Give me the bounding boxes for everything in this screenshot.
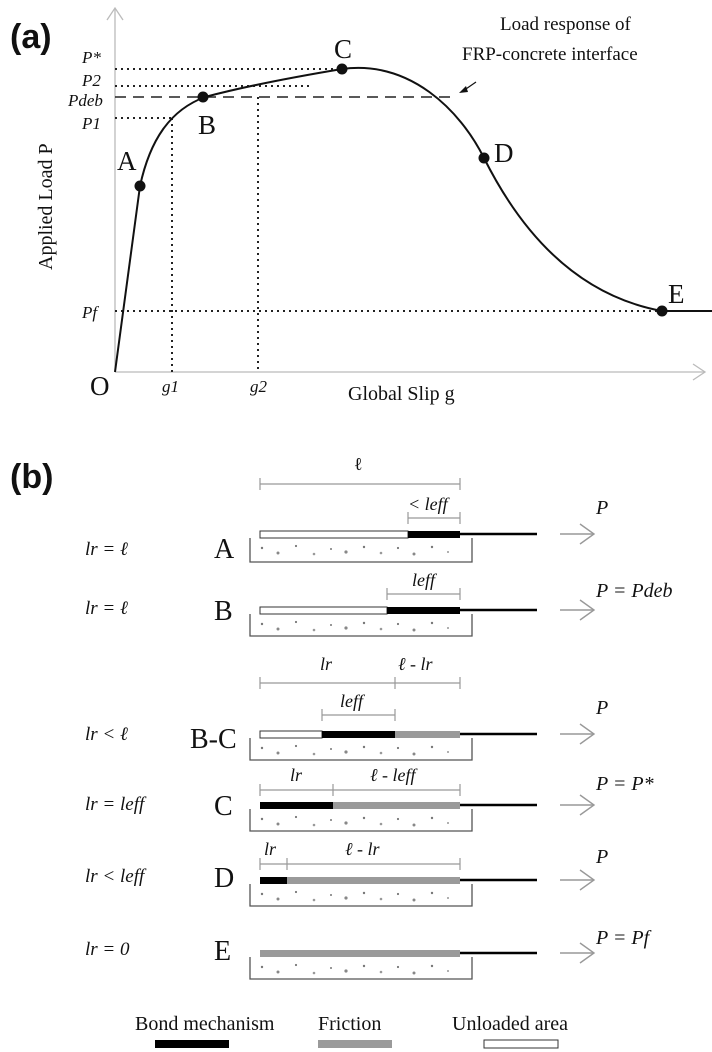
point-b-marker: [197, 91, 209, 103]
point-c-marker: [336, 63, 348, 75]
row-c-condition: lr = leff: [85, 794, 147, 815]
specimen-bc: [249, 730, 537, 761]
dim-ell-minus-lr-d-label: ℓ - lr: [345, 839, 380, 859]
pull-arrow-e: [560, 942, 596, 964]
dim-lr-c: [259, 784, 461, 796]
x-axis-title: Global Slip g: [348, 383, 455, 405]
point-a-marker: [134, 180, 146, 192]
dim-lr-bc: [259, 677, 461, 689]
point-e-label: E: [668, 279, 685, 309]
tick-g1: g1: [162, 377, 179, 396]
row-c: lr = leff C lr ℓ - leff P = P*: [85, 765, 654, 832]
row-bc-condition: lr < ℓ: [85, 724, 128, 745]
pull-arrow-c: [560, 794, 596, 816]
y-axis-arrow: [106, 6, 124, 21]
row-c-force: P = P*: [595, 773, 654, 795]
row-a: lr = ℓ A ℓ < leff P: [85, 454, 608, 565]
row-e-stage: E: [214, 936, 231, 967]
row-d-condition: lr < leff: [85, 866, 147, 887]
dim-leff-b: [386, 588, 461, 600]
dim-lr-bc-label: lr: [320, 654, 333, 674]
legend-unloaded-swatch: [483, 1039, 559, 1049]
x-axis-arrow: [692, 363, 707, 381]
panel-b-label: (b): [10, 458, 53, 496]
dim-ell-minus-lr-bc-label: ℓ - lr: [398, 654, 433, 674]
row-e: lr = 0 E P = Pf: [85, 927, 652, 980]
legend-bond-label: Bond mechanism: [135, 1013, 275, 1035]
point-c-label: C: [334, 34, 352, 64]
row-b-force: P = Pdeb: [595, 580, 672, 602]
dim-leff-bc: [321, 709, 396, 721]
point-d-marker: [478, 152, 490, 164]
annotation-arrow: [459, 81, 477, 93]
origin-label: O: [90, 371, 110, 401]
guide-lines: [115, 68, 662, 372]
curve-points: [134, 63, 668, 317]
load-curve: [114, 66, 712, 373]
row-b-stage: B: [214, 596, 233, 627]
row-b-condition: lr = ℓ: [85, 598, 128, 619]
dim-lt-leff-label: < leff: [408, 494, 451, 514]
dim-lr-d: [259, 858, 461, 870]
row-a-stage: A: [214, 534, 235, 565]
row-bc-force: P: [595, 697, 608, 719]
point-e-marker: [656, 305, 668, 317]
pull-arrow-bc: [560, 723, 596, 745]
dim-lt-leff: [407, 512, 461, 524]
dim-ell-minus-leff-c-label: ℓ - leff: [370, 765, 418, 785]
point-a-label: A: [117, 146, 137, 176]
legend-unloaded-label: Unloaded area: [452, 1013, 568, 1035]
row-bc: lr < ℓ B-C lr ℓ - lr leff: [85, 654, 608, 761]
specimen-e: [249, 950, 537, 980]
tick-p2: P2: [81, 71, 101, 90]
row-a-condition: lr = ℓ: [85, 539, 128, 560]
row-c-stage: C: [214, 791, 233, 822]
legend-friction-label: Friction: [318, 1013, 381, 1035]
legend: Bond mechanism Friction Unloaded area: [135, 1013, 568, 1049]
pull-arrow-b: [560, 599, 596, 621]
row-e-force: P = Pf: [595, 927, 652, 949]
panel-b: (b) lr = ℓ A ℓ < leff: [10, 454, 672, 1049]
row-e-condition: lr = 0: [85, 939, 130, 960]
dim-leff-bc-label: leff: [340, 691, 366, 711]
bond-strip: [408, 531, 460, 538]
legend-bond-swatch: [155, 1040, 229, 1048]
specimen-d: [249, 877, 537, 907]
point-b-label: B: [198, 110, 216, 140]
tick-pdeb: Pdeb: [67, 91, 103, 110]
specimen-c: [249, 802, 537, 832]
unloaded-strip: [259, 530, 409, 539]
specimen-a: [249, 530, 537, 563]
tick-p1: P1: [81, 114, 101, 133]
pull-arrow-d: [560, 869, 596, 891]
annotation-line-2: FRP-concrete interface: [462, 44, 638, 65]
tick-pf: Pf: [81, 303, 99, 322]
tick-pstar: P*: [81, 48, 101, 67]
row-bc-stage: B-C: [190, 724, 237, 755]
y-axis-title: Applied Load P: [35, 143, 57, 270]
specimen-b: [249, 606, 537, 637]
pull-arrow-a: [560, 523, 596, 545]
dim-ell-a-label: ℓ: [354, 454, 363, 474]
dim-ell-a: [259, 478, 461, 490]
row-b: lr = ℓ B leff P = Pdeb: [85, 570, 672, 637]
dim-lr-c-label: lr: [290, 765, 303, 785]
row-d-stage: D: [214, 863, 234, 894]
dim-leff-b-label: leff: [412, 570, 438, 590]
panel-a: (a) A B C D: [10, 6, 712, 405]
row-a-force: P: [595, 497, 608, 519]
annotation-line-1: Load response of: [500, 14, 632, 35]
dim-lr-d-label: lr: [264, 839, 277, 859]
point-d-label: D: [494, 138, 514, 168]
row-d: lr < leff D lr ℓ - lr P: [85, 839, 608, 907]
legend-friction-swatch: [318, 1040, 392, 1048]
tick-g2: g2: [250, 377, 268, 396]
row-d-force: P: [595, 846, 608, 868]
panel-a-label: (a): [10, 18, 52, 56]
